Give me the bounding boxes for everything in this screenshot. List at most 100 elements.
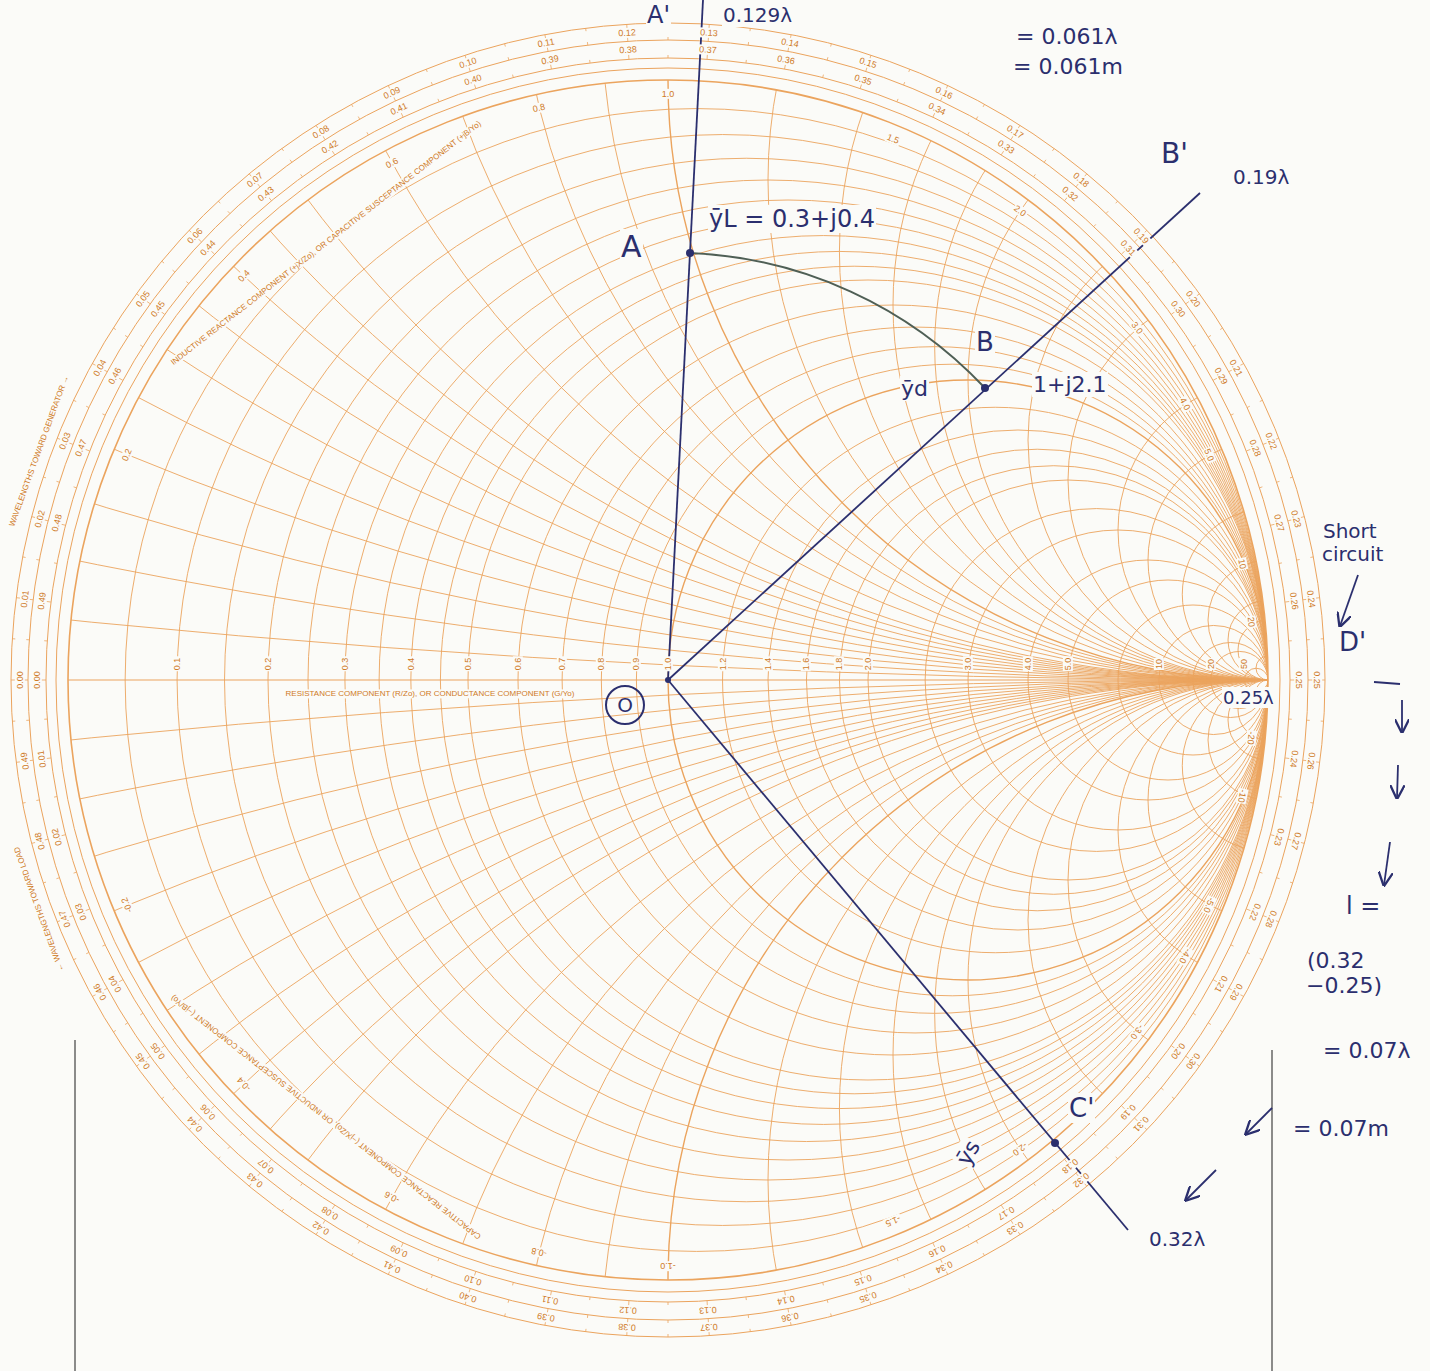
reactance-arc — [0, 0, 1430, 680]
scale-tick — [1279, 562, 1282, 564]
scale-tick — [1147, 282, 1149, 284]
scale-ring — [11, 23, 1325, 1337]
reactance-arc — [0, 680, 1430, 1371]
wavelength-scale-number: 0.48 — [49, 512, 64, 533]
wavelength-scale-number: 0.45 — [133, 1050, 153, 1072]
wavelength-scale-number-text: 0.45 — [148, 298, 168, 320]
reactance-arc — [0, 680, 1430, 1371]
wavelength-scale-number: 0.00 — [14, 670, 24, 690]
scale-tick — [668, 1320, 669, 1323]
wavelength-scale-number: 0.36 — [779, 1310, 800, 1324]
scale-tick — [1220, 1030, 1223, 1032]
reactance-arc — [668, 0, 1430, 680]
resistance-value-text: 0.4 — [406, 657, 416, 672]
wavelength-scale-number: 0.06 — [185, 225, 206, 246]
reactance-arc — [768, 680, 1430, 1371]
handwritten-note-text: 0.19λ — [1232, 165, 1290, 189]
reactance-value: 1.0 — [661, 89, 676, 99]
reactance-value: -1.5 — [883, 1213, 903, 1229]
wavelength-scale-number-text: 0.22 — [1247, 901, 1263, 923]
handwritten-note: (0.32 −0.25) — [1306, 948, 1418, 999]
reactance-arc — [968, 680, 1430, 1280]
wavelength-scale-number: 0.32 — [1059, 184, 1081, 204]
pointer-line — [1374, 682, 1400, 684]
reactance-value-text: -1.5 — [883, 1213, 903, 1229]
pointer-arrow — [1340, 575, 1358, 626]
wavelength-scale-number-text: 0.43 — [255, 184, 276, 204]
resistance-value: 1.4 — [763, 657, 773, 672]
wavelength-scale-number: 0.44 — [198, 237, 219, 258]
wavelength-scale-number: 0.19 — [1118, 1101, 1139, 1122]
wavelength-scale-number: 0.27 — [1289, 831, 1304, 852]
scale-tick — [56, 481, 59, 483]
wavelength-scale-number: 0.39 — [539, 53, 560, 67]
resistance-value: 0.6 — [513, 657, 523, 672]
scale-tick — [1297, 559, 1300, 561]
wavelength-scale-number: 0.46 — [90, 981, 108, 1003]
wavelength-scale-number: 0.26 — [1305, 751, 1318, 772]
wavelength-scale-number: 0.45 — [148, 298, 168, 320]
scale-tick — [1260, 486, 1263, 488]
wavelength-scale-number: 0.18 — [1071, 170, 1093, 190]
wavelength-scale-number-text: 0.12 — [617, 27, 637, 38]
scale-tick — [968, 132, 969, 135]
scale-tick — [1297, 799, 1300, 801]
scale-tick — [1094, 224, 1096, 226]
wavelength-scale-number-text: 0.06 — [185, 225, 206, 246]
handwritten-note-text: (0.32 −0.25) — [1306, 948, 1383, 998]
scale-tick — [282, 148, 284, 150]
reactance-value: 20 — [1245, 615, 1256, 628]
reactance-arc — [68, 0, 1430, 680]
wavelength-scale-number-text: 0.44 — [185, 1113, 206, 1134]
wavelength-scale-number: 0.15 — [852, 1272, 874, 1288]
wavelength-scale-number: 0.23 — [1289, 508, 1304, 529]
wavelength-scale-number: 0.31 — [1130, 1113, 1151, 1134]
resistance-value-text: 0.6 — [513, 657, 523, 672]
reactance-arc — [268, 680, 1430, 1371]
reactance-arc — [0, 0, 1430, 680]
reactance-arc — [0, 680, 1430, 1371]
resistance-value-text: 1.6 — [801, 657, 811, 672]
reactance-value-text: 2.0 — [1011, 203, 1029, 220]
scale-tick — [351, 104, 352, 107]
scale-tick — [86, 406, 89, 407]
radial-line — [668, 680, 1128, 1230]
handwritten-note-text: 1+j2.1 — [1032, 372, 1108, 397]
scale-tick — [1321, 721, 1324, 722]
scale-tick — [745, 60, 746, 63]
scale-tick — [968, 1225, 969, 1228]
handwritten-note: A — [620, 230, 643, 265]
scale-tick — [1290, 882, 1293, 884]
scale-tick — [1034, 1183, 1036, 1185]
reactance-arc — [1118, 380, 1418, 680]
wavelength-scale-number-text: 0.19 — [1131, 225, 1152, 246]
scale-tick — [218, 1157, 220, 1159]
reactance-arc — [0, 680, 1430, 1371]
scale-tick — [504, 1313, 506, 1316]
handwritten-note-text: B' — [1160, 137, 1189, 170]
resistance-value-text: 0.3 — [340, 657, 350, 672]
wavelength-scale-number: 0.03 — [73, 901, 90, 923]
scale-tick — [1307, 639, 1310, 640]
scale-tick — [431, 82, 432, 85]
frame-line — [74, 1040, 76, 1371]
scale-ring — [46, 58, 1290, 1302]
reactance-arc — [0, 680, 1430, 1371]
resistance-value: 0.8 — [596, 657, 606, 672]
scale-tick — [228, 211, 230, 213]
scale-tick — [668, 1334, 669, 1337]
wavelength-scale-number-text: 0.49 — [18, 751, 30, 772]
scale-tick — [240, 1133, 242, 1135]
resistance-value-text: 50 — [1239, 658, 1249, 670]
wavelength-scale-number-text: 0.26 — [1288, 591, 1300, 612]
wavelength-scale-number-text: 0.04 — [90, 357, 108, 379]
wavelength-scale-number-text: 0.48 — [49, 512, 64, 533]
scale-tick — [1034, 174, 1036, 176]
scale-tick — [1161, 270, 1163, 272]
wavelength-scale-number-text: 0.49 — [36, 591, 48, 612]
handwritten-note-text: ȳd — [900, 376, 929, 401]
wavelength-scale-number-text: 0.01 — [36, 749, 48, 770]
reactance-value: 0.6 — [383, 155, 401, 171]
handwritten-note: 0.19λ — [1232, 166, 1290, 189]
resistance-value-text: 0.2 — [263, 657, 273, 672]
